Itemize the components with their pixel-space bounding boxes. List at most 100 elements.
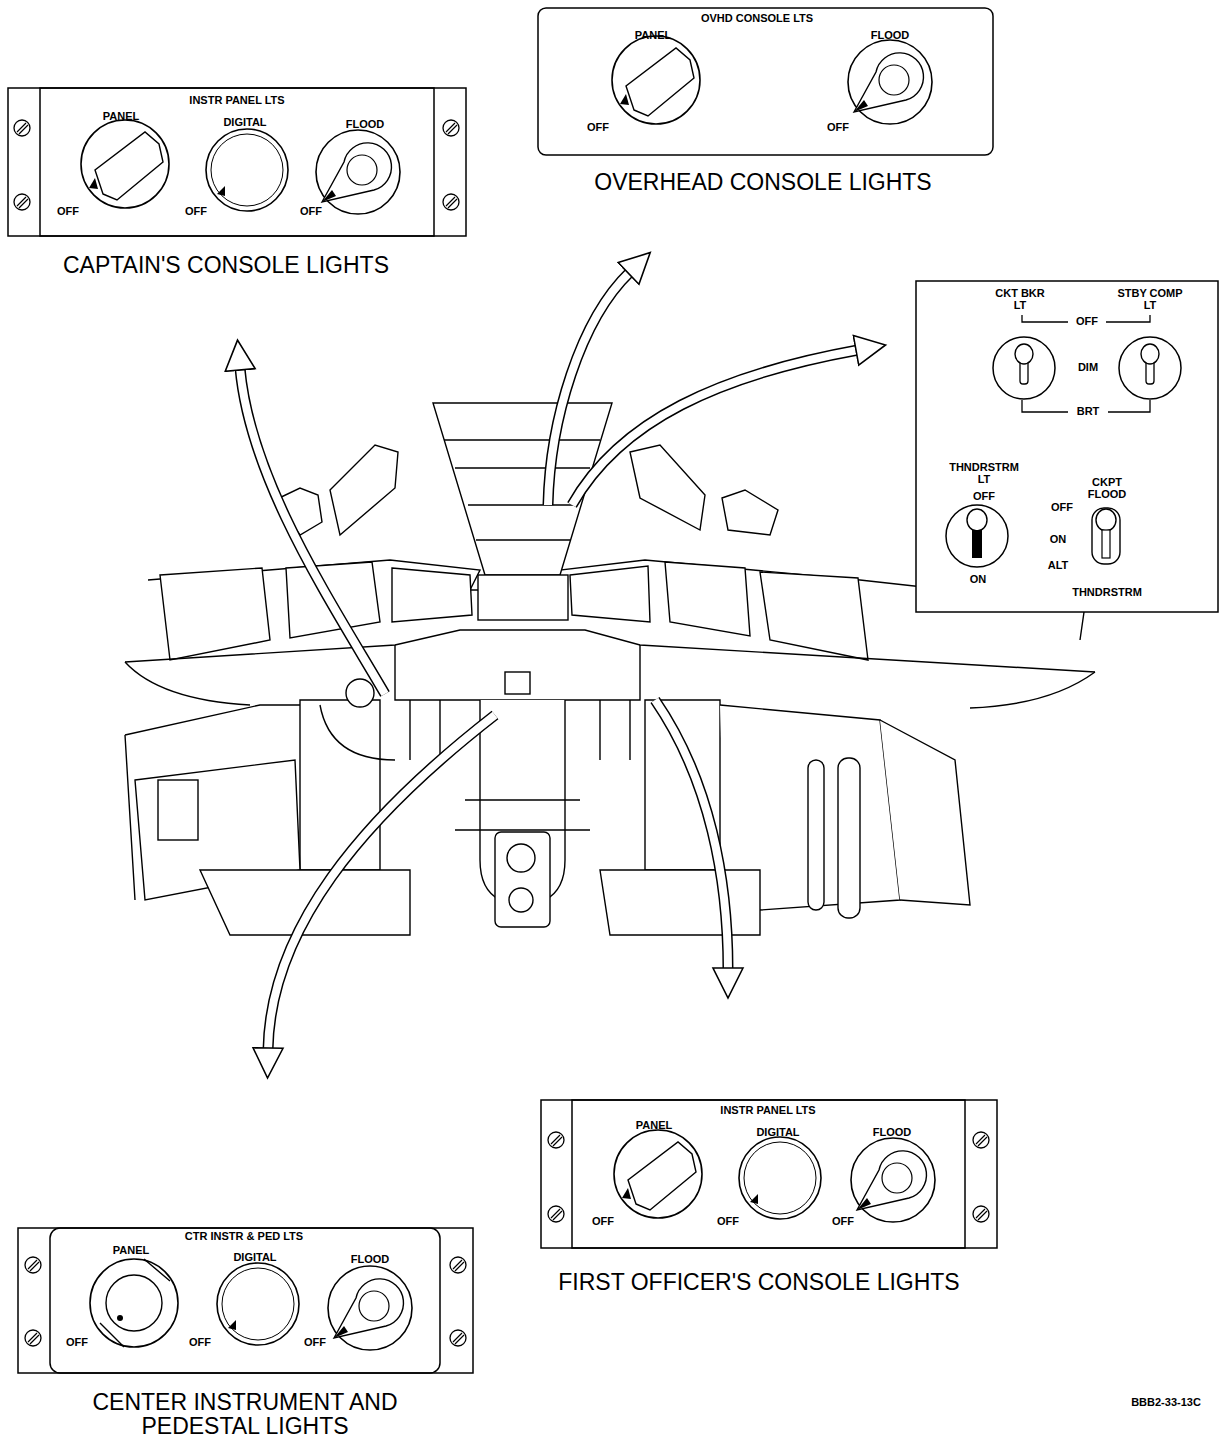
drawing-stroke: [739, 1137, 821, 1219]
drawing-stroke: [851, 1138, 935, 1222]
drawing-stroke: [495, 832, 550, 927]
control-label: OFF: [1076, 316, 1098, 328]
drawing-stroke: [548, 1206, 564, 1222]
drawing-stroke: [808, 760, 824, 910]
drawing-stroke: [158, 780, 198, 840]
drawing-stroke: [993, 337, 1055, 399]
control-panel: CTR INSTR & PED LTSPANELDIGITALFLOODOFFO…: [18, 1224, 473, 1440]
drawing-number: BBB2-33-13C: [1131, 1396, 1201, 1408]
drawing-stroke: [25, 1257, 41, 1273]
control-panel: OVHD CONSOLE LTSPANELFLOODOFFOFFOVERHEAD…: [538, 6, 994, 198]
drawing-stroke: [328, 1266, 412, 1350]
control-label: PANEL: [103, 111, 139, 123]
control-label: OFF: [973, 491, 995, 503]
drawing-stroke: [392, 568, 472, 622]
first-officer-panel-art: [541, 1100, 997, 1248]
control-label: DIGITAL: [756, 1127, 799, 1139]
drawing-stroke: [655, 700, 728, 970]
drawing-stroke: [548, 1132, 564, 1148]
control-label: OFF: [587, 122, 609, 134]
drawing-stroke: [548, 272, 630, 505]
control-label: THNDRSTRM: [1072, 587, 1142, 599]
center-panel-art: [18, 1228, 473, 1373]
control-label: CKPT FLOOD: [1082, 477, 1132, 500]
control-label: CTR INSTR & PED LTS: [185, 1231, 303, 1243]
drawing-stroke: [614, 1130, 702, 1218]
control-label: OFF: [57, 206, 79, 218]
drawing-stroke: [240, 368, 385, 694]
control-label: OFF: [832, 1216, 854, 1228]
control-label: OFF: [717, 1216, 739, 1228]
panel-heading: CAPTAIN'S CONSOLE LIGHTS: [63, 253, 389, 277]
control-label: OFF: [189, 1337, 211, 1349]
drawing-stroke: [655, 700, 728, 970]
switch-panel-art: [916, 281, 1218, 612]
drawing-stroke: [395, 645, 640, 700]
drawing-stroke: [125, 705, 300, 900]
control-label: ON: [970, 574, 987, 586]
drawing-stroke: [760, 572, 868, 660]
drawing-stroke: [90, 1259, 178, 1347]
drawing-stroke: [14, 120, 30, 136]
drawing-stroke: [838, 758, 860, 918]
control-label: FLOOD: [873, 1127, 912, 1139]
drawing-stroke: [455, 800, 590, 830]
drawing-stroke: [450, 1330, 466, 1346]
drawing-stroke: [206, 129, 288, 211]
drawing-stroke: [509, 888, 533, 912]
control-label: PANEL: [635, 30, 671, 42]
drawing-stroke: [25, 1330, 41, 1346]
overhead-panel-art: [538, 8, 993, 155]
drawing-stroke: [316, 130, 400, 214]
control-label: ALT: [1048, 560, 1069, 572]
drawing-stroke: [538, 8, 993, 155]
control-label: OFF: [185, 206, 207, 218]
control-label: OFF: [304, 1337, 326, 1349]
drawing-stroke: [1119, 337, 1181, 399]
control-label: DIM: [1078, 362, 1098, 374]
drawing-stroke: [548, 272, 630, 505]
drawing-stroke: [1092, 508, 1120, 564]
drawing-stroke: [478, 575, 568, 620]
drawing-stroke: [880, 720, 970, 905]
control-label: CKT BKR LT: [989, 288, 1051, 311]
drawing-stroke: [1096, 509, 1116, 531]
drawing-stroke: [505, 672, 530, 694]
drawing-stroke: [722, 490, 778, 535]
control-panel: CKT BKR LTSTBY COMP LTOFFDIMBRTTHNDRSTRM…: [916, 281, 1219, 612]
drawing-stroke: [443, 194, 459, 210]
drawing-stroke: [967, 509, 987, 531]
drawing-stroke: [268, 715, 495, 1050]
drawing-stroke: [160, 568, 270, 660]
drawing-stroke: [8, 88, 466, 236]
control-label: BRT: [1077, 406, 1100, 418]
drawing-stroke: [50, 1228, 440, 1373]
drawing-stroke: [1102, 530, 1110, 558]
drawing-stroke: [572, 1100, 965, 1248]
control-label: DIGITAL: [233, 1252, 276, 1264]
captain-panel-art: [8, 88, 466, 236]
panel-heading: FIRST OFFICER'S CONSOLE LIGHTS: [558, 1270, 959, 1294]
control-panel: INSTR PANEL LTSPANELDIGITALFLOODOFFOFFOF…: [541, 1096, 997, 1296]
drawing-stroke: [507, 844, 535, 872]
drawing-stroke: [18, 1228, 473, 1373]
drawing-stroke: [848, 40, 932, 124]
control-label: PANEL: [636, 1120, 672, 1132]
drawing-stroke: [973, 1206, 989, 1222]
drawing-stroke: [320, 705, 395, 760]
control-label: PANEL: [113, 1245, 149, 1257]
leader-arrows: [240, 272, 858, 1050]
drawing-stroke: [81, 120, 169, 208]
drawing-stroke: [630, 445, 705, 530]
drawing-stroke: [330, 445, 398, 535]
drawing-stroke: [346, 679, 374, 707]
drawing-stroke: [14, 194, 30, 210]
drawing-stroke: [125, 662, 1095, 708]
drawing-stroke: [217, 1263, 299, 1345]
control-label: OFF: [827, 122, 849, 134]
drawing-stroke: [946, 505, 1008, 567]
control-label: INSTR PANEL LTS: [189, 95, 284, 107]
drawing-stroke: [973, 1132, 989, 1148]
control-label: THNDRSTRM LT: [946, 462, 1022, 485]
